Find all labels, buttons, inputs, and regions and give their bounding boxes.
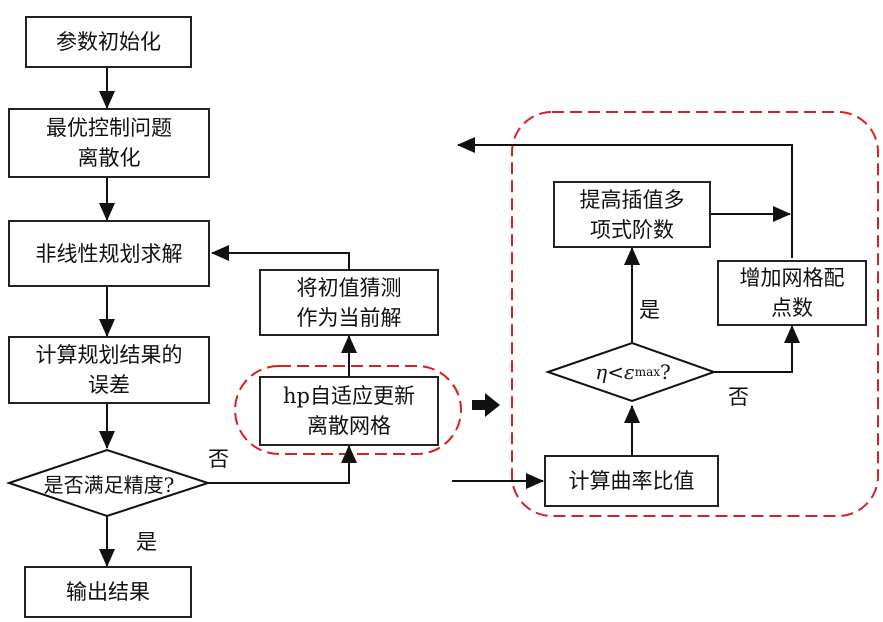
- decision-text: 是否满足精度?: [43, 472, 175, 497]
- lt-symbol: <: [607, 360, 624, 384]
- label-no-left: 否: [208, 447, 229, 471]
- eps-symbol: ε: [623, 360, 635, 384]
- box-discretize: 最优控制问题 离散化: [8, 108, 210, 178]
- eps-subscript: max: [634, 365, 661, 379]
- label-no-right: 否: [728, 385, 749, 409]
- box-add-points: 增加网格配 点数: [717, 260, 867, 326]
- box-hp-update: hp自适应更新 离散网格: [259, 376, 439, 446]
- block-arrow-icon: [472, 393, 500, 417]
- label-yes-right: 是: [639, 298, 660, 322]
- decision-diamond: [5, 448, 212, 518]
- arrow-return-out: [457, 137, 793, 258]
- eta-symbol: η: [595, 360, 608, 384]
- box-nlp-solve: 非线性规划求解: [8, 220, 210, 287]
- arrow-guess-to-nlp: [211, 245, 350, 269]
- box-guess: 将初值猜测 作为当前解: [259, 269, 439, 336]
- box-output: 输出结果: [24, 566, 192, 618]
- eta-diamond: [544, 341, 717, 403]
- detail-dashed-region: [511, 111, 879, 517]
- box-compute-error: 计算规划结果的 误差: [8, 336, 210, 404]
- arrow-no-to-hp: [208, 445, 357, 484]
- box-raise-order: 提高插值多 项式阶数: [553, 181, 711, 248]
- box-init: 参数初始化: [25, 16, 192, 68]
- box-compute-ratio: 计算曲率比值: [544, 455, 719, 507]
- label-yes-left: 是: [136, 530, 157, 554]
- arrow-eta-no-to-points: [714, 325, 800, 373]
- question-mark: ?: [660, 360, 671, 384]
